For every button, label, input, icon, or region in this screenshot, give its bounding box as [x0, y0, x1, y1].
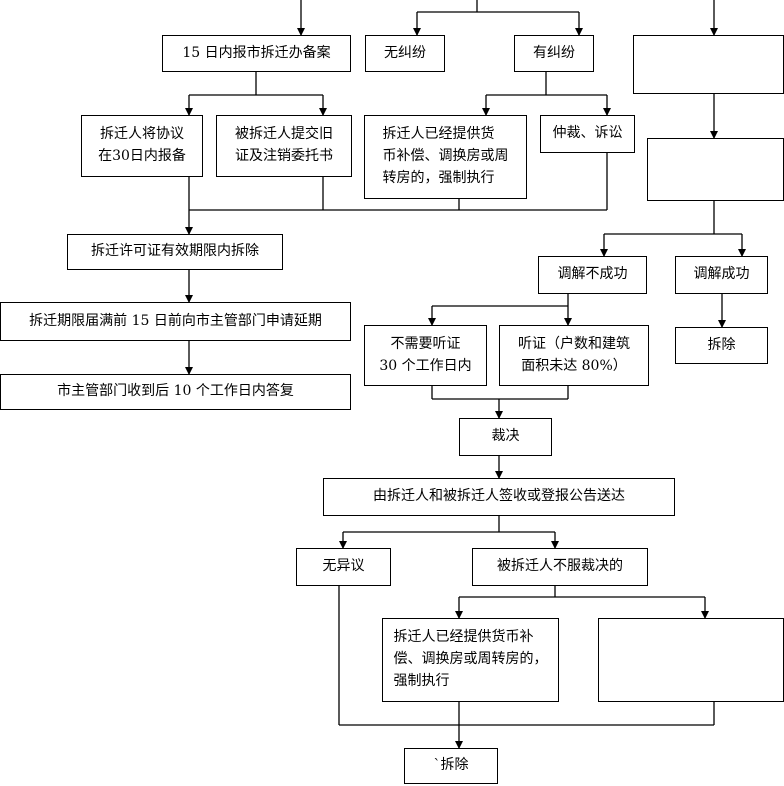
forced-execution-box: 拆迁人已经提供货 币补偿、调换房或周 转房的，强制执行: [364, 115, 527, 199]
hearing-box: 听证（户数和建筑 面积未达 80%）: [499, 325, 649, 386]
forced-execution-box-2: 拆迁人已经提供货币补 偿、调换房或周转房的， 强制执行: [382, 618, 559, 702]
relocator-report-box: 拆迁人将协议 在30日内报备: [81, 115, 203, 177]
arbitration-box: 仲裁、诉讼: [540, 115, 635, 153]
no-objection-box: 无异议: [296, 548, 391, 586]
demolish-box: 拆除: [675, 327, 768, 364]
no-hearing-box: 不需要听证 30 个工作日内: [364, 325, 487, 386]
objection-box: 被拆迁人不服裁决的: [472, 548, 648, 586]
right-top-blank-box: [633, 35, 784, 94]
filing-15days-box: 15 日内报市拆迁办备案: [162, 35, 351, 72]
right-bottom-blank-box: [598, 618, 784, 702]
authority-reply-box: 市主管部门收到后 10 个工作日内答复: [0, 374, 351, 410]
demolish-in-validity-box: 拆迁许可证有效期限内拆除: [67, 234, 283, 270]
no-dispute-box: 无纠纷: [365, 35, 445, 72]
extension-request-box: 拆迁期限届满前 15 日前向市主管部门申请延期: [0, 302, 351, 341]
ruling-box: 裁决: [459, 418, 552, 456]
mediation-fail-box: 调解不成功: [538, 256, 647, 294]
relocatee-submit-box: 被拆迁人提交旧 证及注销委托书: [216, 115, 352, 177]
delivery-box: 由拆迁人和被拆迁人签收或登报公告送达: [323, 478, 675, 516]
dispute-box: 有纠纷: [514, 35, 594, 72]
final-demolish-box: `拆除: [404, 748, 498, 784]
mediation-success-box: 调解成功: [675, 256, 768, 294]
right-mid-blank-box: [647, 138, 784, 201]
